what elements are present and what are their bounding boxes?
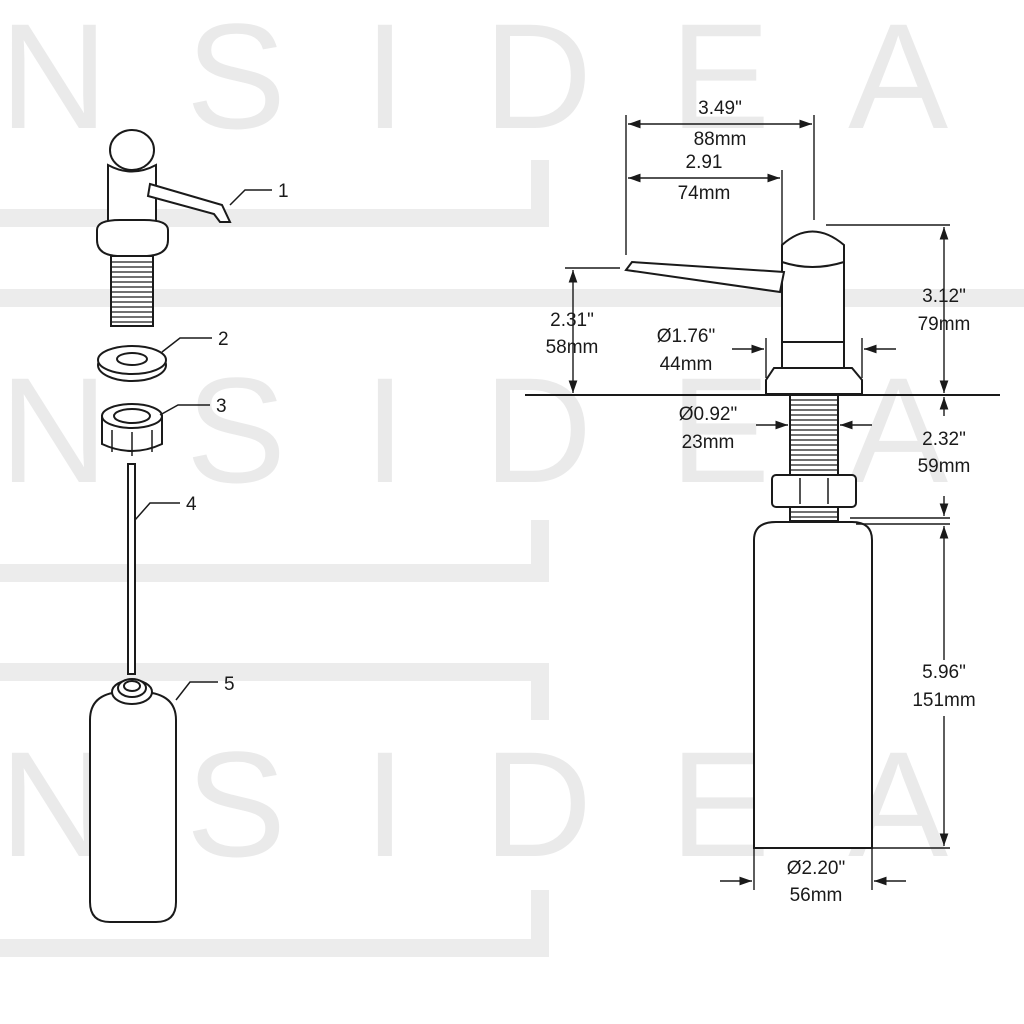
dim-head-height: 3.12" 79mm <box>826 224 971 393</box>
part-5-bottle: 5 <box>89 674 235 923</box>
part-4-tube: 4 <box>127 463 197 675</box>
shank <box>771 394 857 522</box>
watermark-frame-5 <box>0 890 549 957</box>
callout-3: 3 <box>216 396 227 417</box>
dim-shank-diameter: Ø0.92" 23mm <box>679 404 872 453</box>
dim-spout-height-metric: 58mm <box>546 337 599 358</box>
dim-shank-length-metric: 59mm <box>918 456 971 477</box>
dim-bottle-diameter-imperial: Ø2.20" <box>787 858 846 879</box>
watermark-frame-4 <box>0 663 549 720</box>
dim-head-height-metric: 79mm <box>918 314 971 335</box>
dim-spout-height: 2.31" 58mm <box>546 267 620 393</box>
dim-shank-diameter-imperial: Ø0.92" <box>679 404 738 425</box>
dimensioned-view: 3.49" 88mm 2.91 74mm 2.31" 58mm 3.12" 79… <box>525 98 1000 906</box>
exploded-view: 1 2 3 4 <box>89 129 289 923</box>
dim-overall-width: 3.49" 88mm <box>625 98 815 255</box>
dim-bottle-height: 5.96" 151mm <box>856 523 976 849</box>
dim-head-height-imperial: 3.12" <box>922 286 966 307</box>
part-2-washer: 2 <box>97 329 229 382</box>
part-1-threads <box>111 261 153 323</box>
callout-4: 4 <box>186 494 197 515</box>
part-3-nut: 3 <box>101 396 227 456</box>
dispenser-head <box>624 230 863 395</box>
dim-base-diameter-imperial: Ø1.76" <box>657 326 716 347</box>
dim-base-diameter-metric: 44mm <box>660 354 713 375</box>
dim-shank-length-imperial: 2.32" <box>922 429 966 450</box>
part-1-pump-head: 1 <box>96 129 289 327</box>
dim-spout-reach-metric: 74mm <box>678 183 731 204</box>
dim-spout-height-imperial: 2.31" <box>550 310 594 331</box>
callout-5: 5 <box>224 674 235 695</box>
dim-spout-reach: 2.91 74mm <box>628 152 783 250</box>
watermark-frame-3 <box>0 520 549 582</box>
watermark-text-1: INSIDEAST <box>0 0 1024 160</box>
dim-bottle-diameter-metric: 56mm <box>790 885 843 906</box>
dim-bottle-height-imperial: 5.96" <box>922 662 966 683</box>
dim-overall-width-metric: 88mm <box>694 129 747 150</box>
callout-1: 1 <box>278 181 289 202</box>
dim-overall-width-imperial: 3.49" <box>698 98 742 119</box>
dim-shank-diameter-metric: 23mm <box>682 432 735 453</box>
callout-2: 2 <box>218 329 229 350</box>
dim-bottle-diameter: Ø2.20" 56mm <box>720 848 906 906</box>
dim-spout-reach-imperial: 2.91 <box>686 152 723 173</box>
watermark-frame-1 <box>0 160 549 227</box>
dim-bottle-height-metric: 151mm <box>912 690 975 711</box>
bottle <box>753 521 873 849</box>
dim-shank-length: 2.32" 59mm <box>850 397 971 519</box>
dim-base-diameter: Ø1.76" 44mm <box>657 326 896 378</box>
